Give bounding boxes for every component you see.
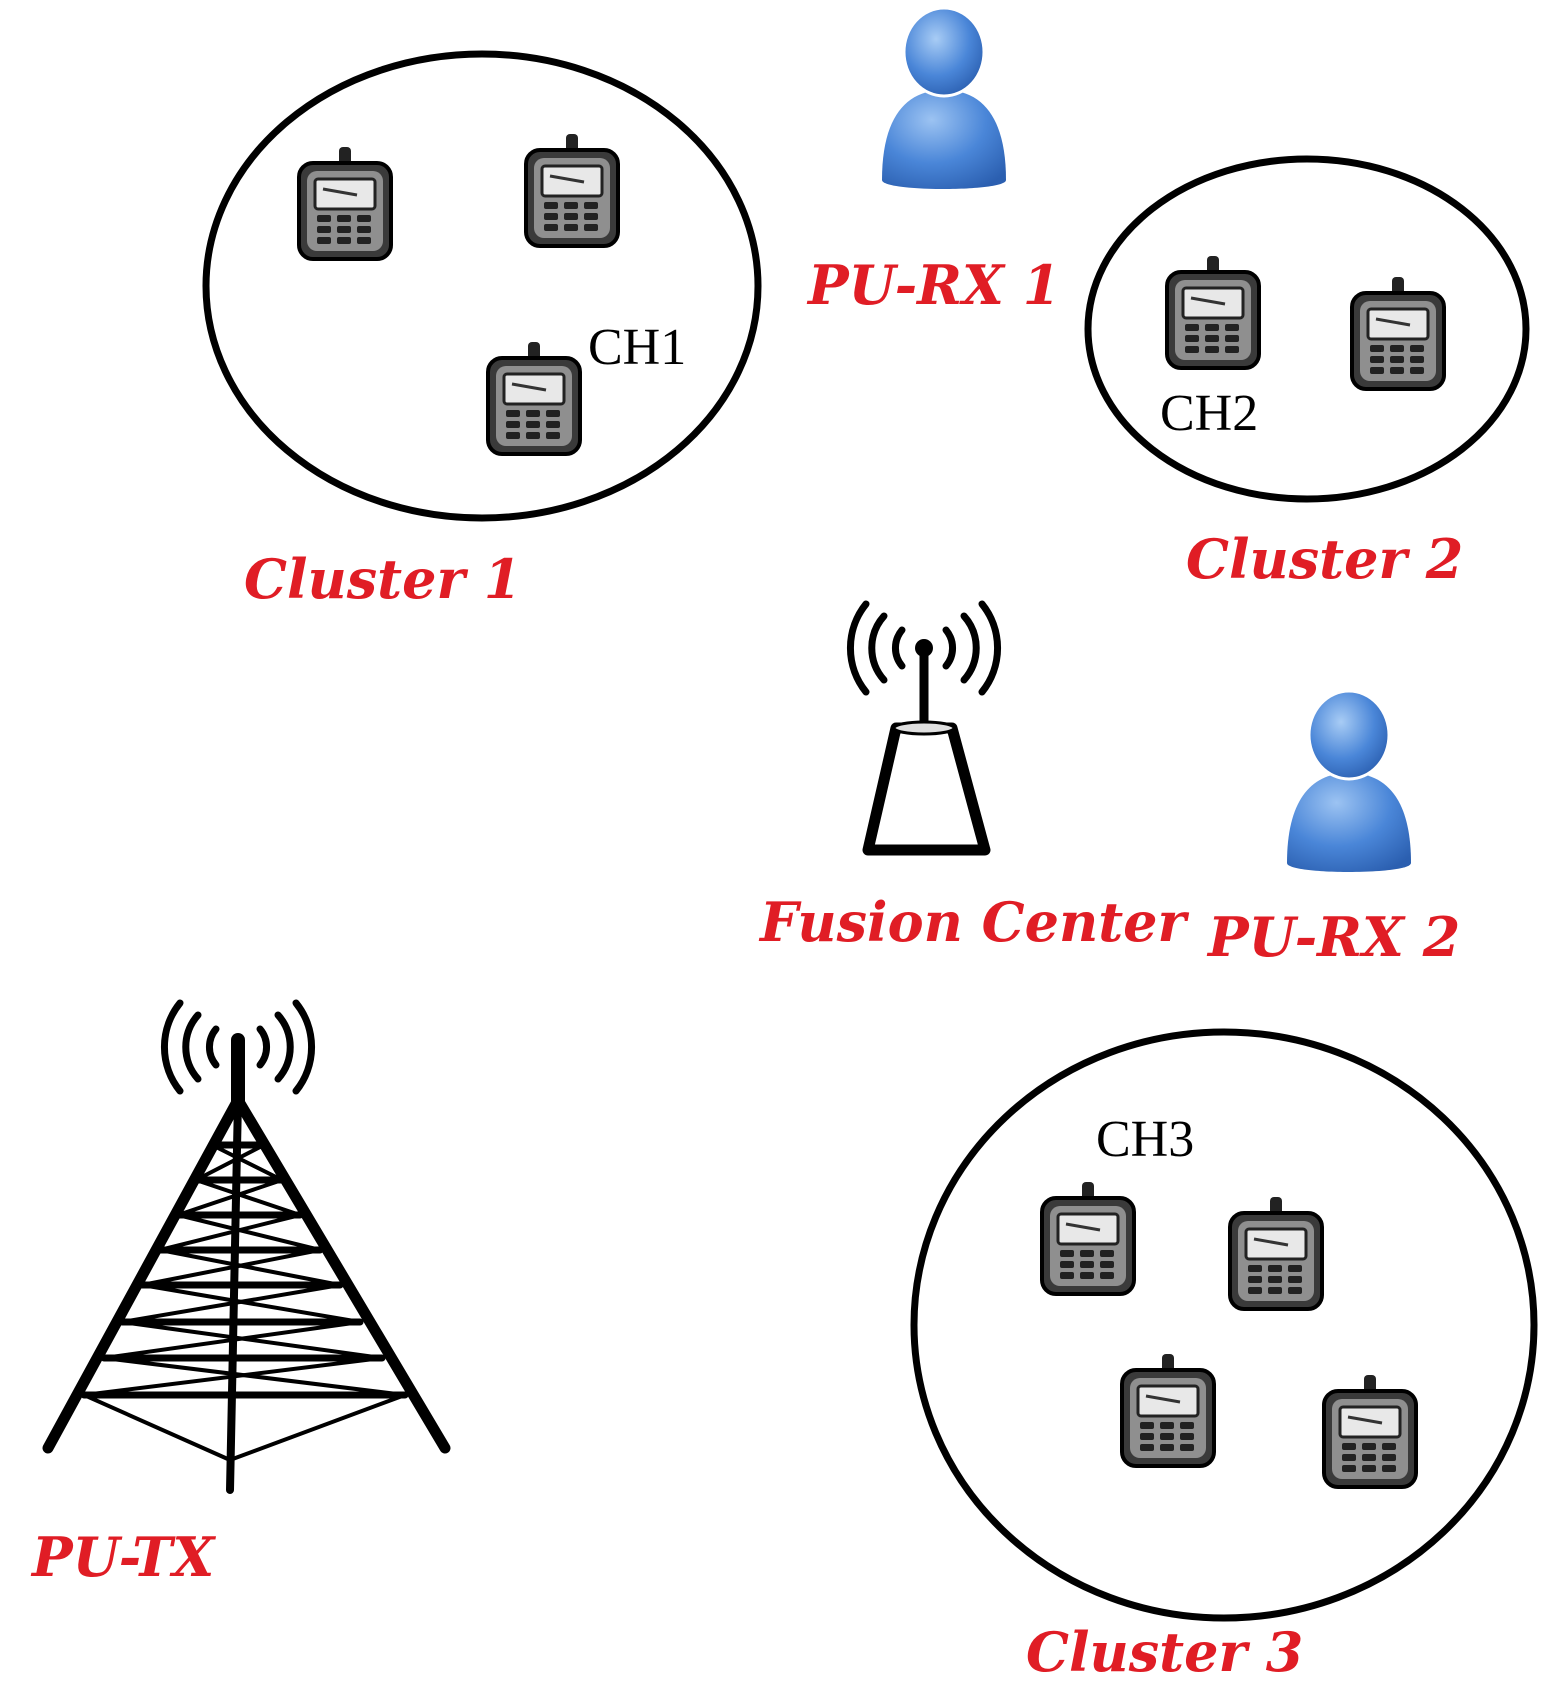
ch1-label: CH1	[588, 319, 687, 376]
mobile-phone-icon	[1322, 1373, 1418, 1489]
mobile-phone-icon	[524, 132, 620, 248]
person-icon	[1285, 689, 1413, 874]
antenna-base-station-icon	[850, 604, 997, 856]
cluster-1-boundary	[202, 50, 762, 522]
mobile-phone-icon	[297, 145, 393, 261]
ch3-label: CH3	[1096, 1111, 1195, 1168]
fusion-center-label: Fusion Center	[760, 890, 1186, 954]
transmission-tower-icon	[42, 1003, 451, 1494]
mobile-phone-icon	[1350, 275, 1446, 391]
mobile-phone-icon	[486, 340, 582, 456]
cluster-3-boundary	[910, 1028, 1538, 1622]
ch2-label: CH2	[1160, 385, 1259, 442]
pu-tx-label: PU-TX	[32, 1525, 215, 1589]
pu-rx-1-label: PU-RX 1	[808, 253, 1061, 317]
mobile-phone-icon	[1120, 1352, 1216, 1468]
person-icon	[880, 6, 1008, 191]
mobile-phone-icon	[1165, 254, 1261, 370]
cluster-2-boundary	[1084, 155, 1530, 503]
cluster-1-label: Cluster 1	[244, 547, 522, 611]
cluster-2-label: Cluster 2	[1186, 527, 1464, 591]
pu-rx-2-label: PU-RX 2	[1208, 905, 1461, 969]
mobile-phone-icon	[1228, 1195, 1324, 1311]
mobile-phone-icon	[1040, 1180, 1136, 1296]
cluster-3-label: Cluster 3	[1026, 1620, 1304, 1684]
